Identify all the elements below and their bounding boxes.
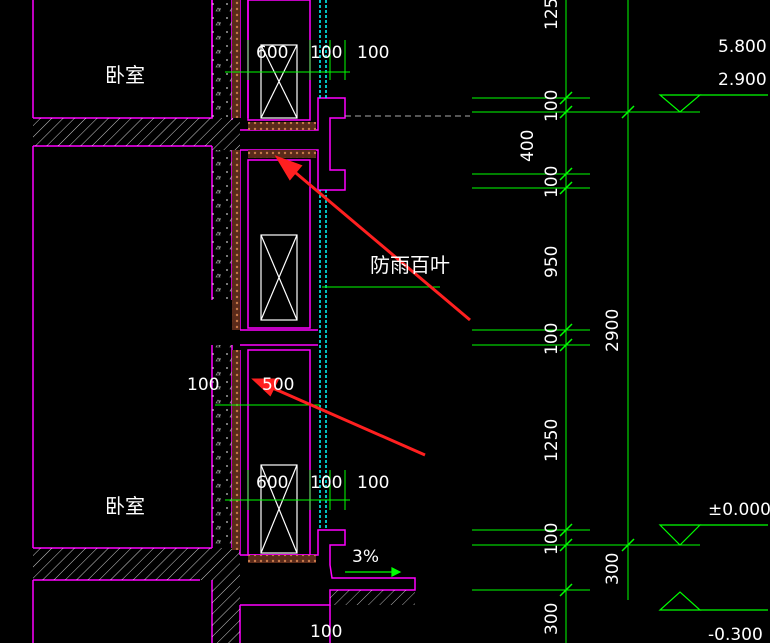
svg-text:300: 300: [603, 553, 623, 585]
lower-window-width: 600: [256, 473, 288, 493]
louver-arrow-1: [289, 166, 471, 322]
upper-window-right: 100: [357, 43, 389, 63]
upper-window-gap: 100: [310, 43, 342, 63]
bottom-dim: 100: [310, 622, 342, 642]
dimension-lines: [215, 0, 700, 643]
mid-dim-width: 500: [262, 375, 294, 395]
svg-text:1250: 1250: [542, 419, 562, 462]
svg-text:950: 950: [542, 246, 562, 278]
level-0000: ±0.000: [708, 500, 770, 520]
vertical-dim-labels: 125 100 400 100 950 100 1250 100 300 300…: [518, 0, 623, 635]
svg-text:100: 100: [542, 90, 562, 122]
room-label-upper: 卧室: [105, 63, 145, 87]
svg-text:100: 100: [542, 323, 562, 355]
slab-hatching: [33, 0, 415, 643]
lower-window-gap: 100: [310, 473, 342, 493]
mid-dim-left: 100: [187, 375, 219, 395]
window-panes: [260, 44, 298, 554]
louver-label: 防雨百叶: [370, 253, 450, 277]
svg-text:100: 100: [542, 523, 562, 555]
level-neg0300: -0.300: [708, 625, 763, 643]
level-5800: 5.800: [718, 37, 767, 57]
svg-text:2900: 2900: [603, 309, 623, 352]
svg-text:125: 125: [542, 0, 562, 30]
slope-arrow: [345, 567, 402, 577]
lower-window-right: 100: [357, 473, 389, 493]
svg-text:100: 100: [542, 166, 562, 198]
svg-text:400: 400: [518, 130, 538, 162]
louver-glass: [319, 0, 327, 530]
louver-arrow-2: [267, 384, 426, 457]
room-label-lower: 卧室: [105, 494, 145, 518]
svg-text:300: 300: [542, 603, 562, 635]
upper-window-width: 600: [256, 43, 288, 63]
slope-label: 3%: [352, 547, 379, 567]
level-2900: 2.900: [718, 70, 767, 90]
level-markers: [658, 94, 768, 611]
annotation-arrows: [251, 155, 471, 457]
